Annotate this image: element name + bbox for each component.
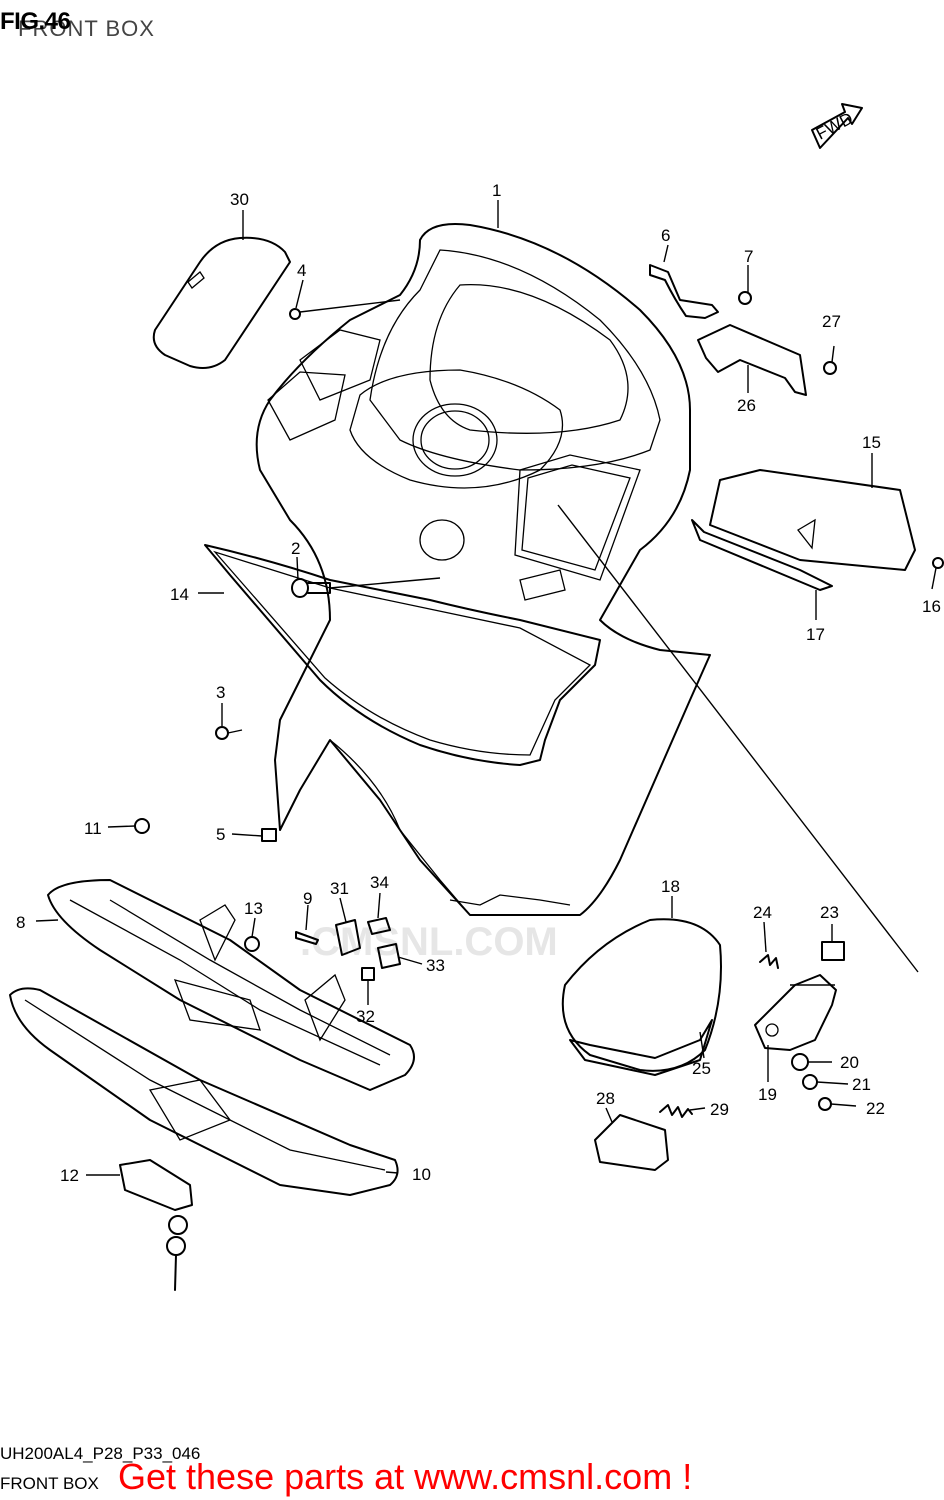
- callout-26: 26: [737, 396, 756, 415]
- seal-part-17: [691, 519, 833, 591]
- bracket-part-6: [649, 264, 719, 319]
- callout-2: 2: [291, 539, 300, 558]
- pin-part-9: [295, 931, 319, 945]
- diagram-subtitle: FRONT BOX: [18, 16, 155, 41]
- screw-part-13: [244, 936, 260, 952]
- seal-part-14: [204, 544, 601, 766]
- callout-15: 15: [862, 433, 881, 452]
- bushing-part-20: [791, 1053, 809, 1071]
- clip-part-32: [361, 967, 375, 981]
- callout-31: 31: [330, 879, 349, 898]
- lid-part-15: [709, 469, 916, 571]
- callout-8: 8: [16, 913, 25, 932]
- callout-23: 23: [820, 903, 839, 922]
- callout-24: 24: [753, 903, 772, 922]
- latch-part-28: [594, 1114, 669, 1171]
- callout-1: 1: [492, 181, 501, 200]
- callout-17: 17: [806, 625, 825, 644]
- screw-part-22: [818, 1097, 832, 1111]
- fwd-label: FWD: [813, 109, 856, 144]
- callout-3: 3: [216, 683, 225, 702]
- callout-33: 33: [426, 956, 445, 975]
- callout-16: 16: [922, 597, 941, 616]
- washer-part-21: [802, 1074, 818, 1090]
- screw-part-4: [289, 299, 401, 320]
- callout-12: 12: [60, 1166, 79, 1185]
- pad-part-18: [561, 918, 722, 1072]
- screw-part-7: [738, 291, 752, 305]
- screw-part-2: [291, 577, 441, 598]
- nut-part-5: [261, 828, 277, 842]
- lid-part-30: [152, 236, 291, 369]
- leader-lines: [35, 200, 937, 1176]
- callout-9: 9: [303, 889, 312, 908]
- callout-30: 30: [230, 190, 249, 209]
- callout-22: 22: [866, 1099, 885, 1118]
- callout-27: 27: [822, 312, 841, 331]
- screw-part-11: [134, 818, 150, 834]
- callout-4: 4: [297, 261, 306, 280]
- spring-part-24: [759, 954, 779, 969]
- diagram-name: FRONT BOX: [0, 1474, 99, 1493]
- tray-part-8: [47, 879, 415, 1091]
- screw-part-16: [932, 557, 944, 569]
- callout-21: 21: [852, 1075, 871, 1094]
- watermark-text: .CMSNL.COM: [300, 920, 558, 964]
- callout-5: 5: [216, 825, 225, 844]
- lid-part-10: [9, 987, 399, 1196]
- callout-25: 25: [692, 1059, 711, 1078]
- hinge-bracket-part-26: [697, 324, 807, 396]
- callout-14: 14: [170, 585, 189, 604]
- callout-10: 10: [412, 1165, 431, 1184]
- lock-part-12: [119, 1159, 193, 1291]
- callout-13: 13: [244, 899, 263, 918]
- callout-32: 32: [356, 1007, 375, 1026]
- front-box-body-part-1: [255, 223, 919, 973]
- screw-part-27: [823, 361, 837, 375]
- figure-label: FIG.46: [0, 8, 71, 35]
- callout-numbers: 1 2 3 4 5 6 7 8 9 10 11 12 13 14 15 16 1…: [16, 181, 941, 1185]
- screw-part-3: [215, 726, 243, 740]
- diagram-code: UH200AL4_P28_P33_046: [0, 1444, 201, 1463]
- callout-6: 6: [661, 226, 670, 245]
- block-part-23: [821, 941, 845, 961]
- callout-19: 19: [758, 1085, 777, 1104]
- callout-34: 34: [370, 873, 389, 892]
- callout-11: 11: [84, 819, 102, 838]
- promo-link[interactable]: Get these parts at www.cmsnl.com !: [118, 1456, 693, 1497]
- latch-part-19: [754, 974, 837, 1051]
- callout-28: 28: [596, 1089, 615, 1108]
- clip-part-33: [377, 943, 401, 969]
- clip-part-34: [367, 917, 391, 935]
- callout-18: 18: [661, 877, 680, 896]
- clip-part-31: [335, 919, 361, 956]
- pad-part-25: [569, 1019, 713, 1076]
- spring-part-29: [659, 1104, 693, 1118]
- callout-20: 20: [840, 1053, 859, 1072]
- callout-29: 29: [710, 1100, 729, 1119]
- fwd-arrow-icon: FWD: [811, 103, 863, 149]
- callout-7: 7: [744, 247, 753, 266]
